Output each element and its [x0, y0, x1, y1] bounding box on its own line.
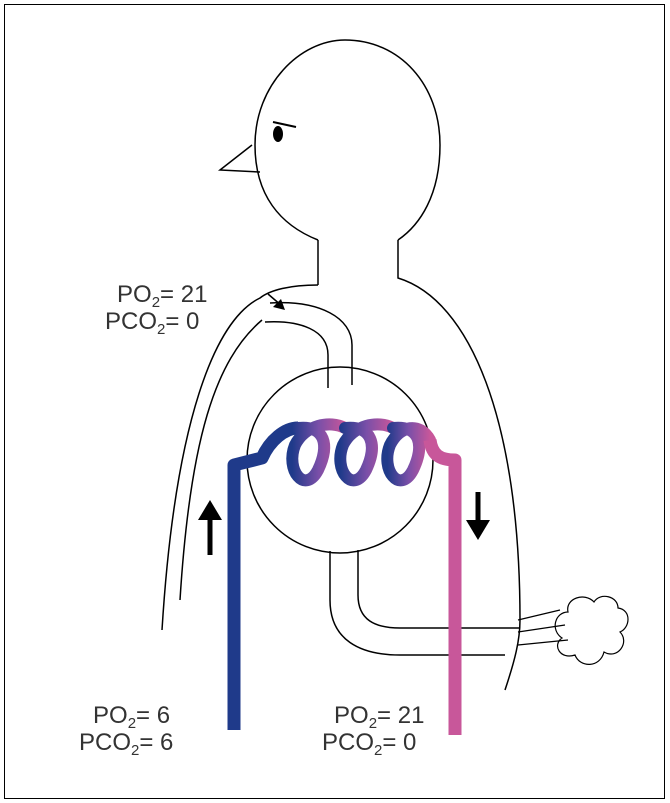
venous-pco2-label: PCO2= 6: [79, 730, 173, 764]
eye-icon: [273, 126, 283, 142]
inlet-pco2-label: PCO2= 0: [105, 309, 199, 343]
arterial-pco2-label: PCO2= 0: [322, 730, 416, 764]
eyebrow: [273, 122, 296, 127]
arterial-tube: [430, 440, 455, 735]
exhaled-puff-icon: [555, 596, 628, 664]
exhale-duct-inner: [358, 550, 520, 628]
capillary-coil: [292, 424, 430, 480]
down-arrow-icon: [466, 492, 490, 540]
nose: [220, 145, 260, 172]
airway-outer: [270, 303, 352, 385]
venous-tube: [234, 428, 298, 730]
exhale-duct-outer: [330, 551, 505, 655]
up-arrow-icon: [198, 500, 222, 555]
head-outline: [255, 40, 440, 240]
